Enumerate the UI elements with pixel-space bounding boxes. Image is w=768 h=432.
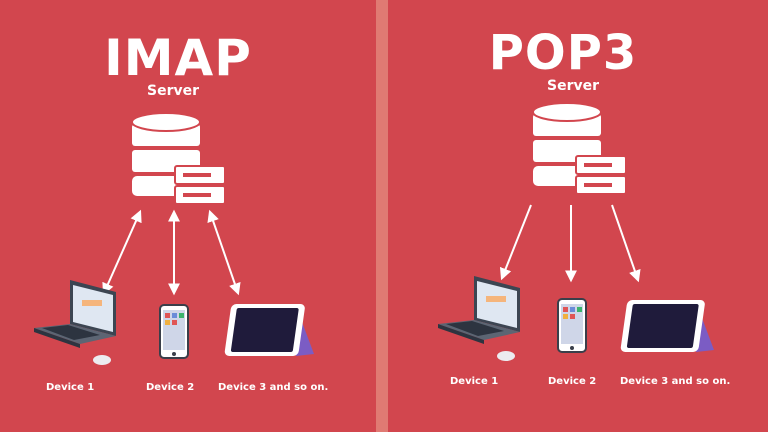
imap-arrow-device3 [207,209,241,296]
imap-subtitle: Server [146,83,199,99]
laptop-icon [438,276,520,361]
imap-arrows [102,209,241,296]
imap-panel: IMAP Server [0,0,376,432]
imap-arrow-device1 [102,209,142,296]
pop3-arrows [499,204,641,283]
smartphone-icon [159,304,189,359]
pop3-arrow-device1 [499,204,532,281]
imap-device2-label: Device 2 [146,382,195,393]
imap-device1-label: Device 1 [46,382,95,393]
tablet-icon [620,300,714,352]
panel-divider [376,0,388,432]
pop3-device1-label: Device 1 [450,376,499,387]
imap-device3-label: Device 3 and so on. [218,382,329,393]
pop3-subtitle: Server [546,78,599,94]
imap-title: IMAP [104,29,252,87]
pop3-arrow-device3 [611,204,641,283]
smartphone-icon [557,298,587,353]
tablet-icon [224,304,314,356]
database-server-icon [532,102,627,195]
pop3-panel: POP3 Server [388,0,768,432]
pop3-device2-label: Device 2 [548,376,597,387]
database-server-icon [131,112,226,205]
pop3-title: POP3 [488,25,638,81]
pop3-device3-label: Device 3 and so on. [620,376,731,387]
laptop-icon [34,280,116,365]
